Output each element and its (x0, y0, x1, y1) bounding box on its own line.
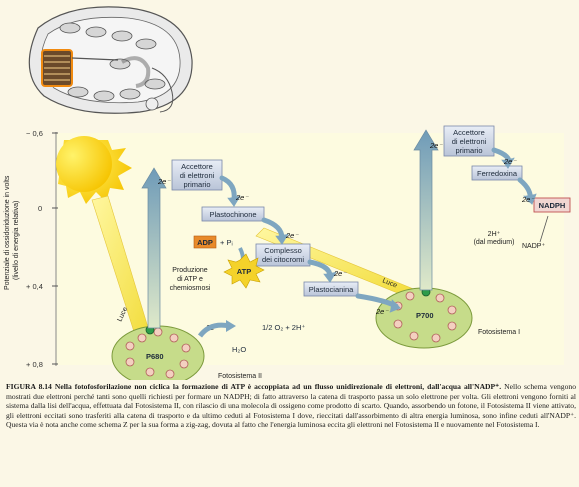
svg-text:di elettroni: di elettroni (180, 171, 215, 180)
svg-text:2e⁻: 2e⁻ (429, 141, 443, 150)
photosystem-1-label: Fotosistema I (478, 329, 520, 336)
svg-text:2e⁻: 2e⁻ (333, 269, 347, 278)
nadph-box: NADPH (534, 198, 570, 212)
tick-label: + 0,8 (26, 360, 43, 369)
svg-text:2e⁻: 2e⁻ (375, 307, 389, 316)
svg-text:2H⁺: 2H⁺ (488, 231, 501, 238)
svg-text:di ATP e: di ATP e (177, 276, 203, 283)
photosystem-2-label: Fotosistema II (218, 373, 262, 380)
p700-label: P700 (416, 311, 434, 320)
atp-label: ATP (237, 267, 251, 276)
z-scheme-diagram: − 0,6 0 + 0,4 + 0,8 Potenziale di ossido… (0, 0, 579, 380)
adp-label: ADP (194, 236, 216, 248)
svg-text:Accettore: Accettore (453, 128, 485, 137)
svg-text:2e⁻: 2e⁻ (503, 157, 517, 166)
oxygen-label: 1/2 O₂ + 2H⁺ (262, 323, 305, 332)
svg-text:Complesso: Complesso (264, 246, 302, 255)
water-label: H₂O (232, 345, 246, 354)
svg-text:di elettroni: di elettroni (452, 137, 487, 146)
svg-text:NADPH: NADPH (539, 201, 566, 210)
pi-label: + Pᵢ (220, 238, 233, 247)
plastocianina-box: Plastocianina (304, 282, 358, 296)
y-axis-label: Potenziale di ossidoriduzione in volts (4, 175, 11, 290)
svg-text:2e⁻: 2e⁻ (157, 177, 171, 186)
svg-text:primario: primario (455, 146, 482, 155)
tick-label: + 0,4 (26, 282, 43, 291)
chloroplast-illustration (29, 7, 192, 113)
svg-text:Plastochinone: Plastochinone (209, 210, 256, 219)
svg-text:dei citocromi: dei citocromi (262, 255, 304, 264)
y-ticks: − 0,6 0 + 0,4 + 0,8 (26, 129, 58, 369)
svg-text:chemiosmosi: chemiosmosi (170, 285, 211, 292)
complesso-citocromi-box: Complesso dei citocromi (256, 244, 310, 266)
svg-text:Produzione: Produzione (172, 267, 208, 274)
svg-text:primario: primario (183, 180, 210, 189)
accettore-ps1-box: Accettore di elettroni primario (444, 126, 494, 156)
svg-text:2e⁻: 2e⁻ (235, 193, 249, 202)
svg-text:(dal medium): (dal medium) (474, 239, 515, 246)
accettore-ps2-box: Accettore di elettroni primario (172, 160, 222, 190)
tick-label: − 0,6 (26, 129, 43, 138)
svg-text:ADP: ADP (197, 238, 213, 247)
tick-label: 0 (38, 204, 42, 213)
svg-text:2e⁻: 2e⁻ (521, 195, 535, 204)
ferredoxina-box: Ferredoxina (472, 166, 522, 180)
y-axis-sublabel: (livello di energia relativa) (13, 201, 20, 280)
svg-text:Plastocianina: Plastocianina (309, 285, 354, 294)
caption-lead: FIGURA 8.14 Nella fotofosforilazione non… (6, 382, 501, 391)
figure-caption: FIGURA 8.14 Nella fotofosforilazione non… (6, 382, 576, 430)
plastochinone-box: Plastochinone (202, 207, 264, 221)
nadp-label: NADP⁺ (522, 243, 545, 250)
p680-label: P680 (146, 352, 164, 361)
svg-text:Ferredoxina: Ferredoxina (477, 169, 518, 178)
svg-text:2e⁻: 2e⁻ (285, 231, 299, 240)
svg-text:Accettore: Accettore (181, 162, 213, 171)
